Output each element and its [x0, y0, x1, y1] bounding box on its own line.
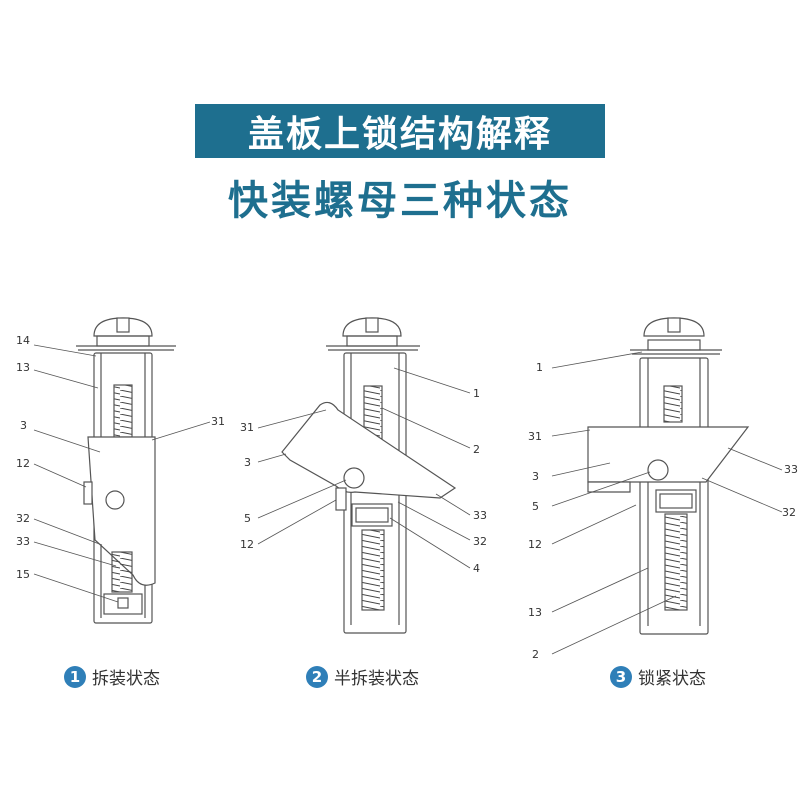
figure-3-label: 31 [528, 430, 542, 443]
figure-2-label: 5 [244, 512, 251, 525]
figure-2-label: 31 [240, 421, 254, 434]
figure-1-caption: 1 拆装状态 [64, 664, 160, 689]
figure-1-label: 12 [16, 457, 30, 470]
figure-3-label: 2 [532, 648, 539, 661]
figure-3-label: 12 [528, 538, 542, 551]
figure-1-number-badge: 1 [64, 665, 86, 688]
figure-3-caption-text: 锁紧状态 [638, 669, 706, 689]
figure-3-label: 5 [532, 500, 539, 513]
figure-3-label: 33 [784, 463, 798, 476]
figure-2-label: 12 [240, 538, 254, 551]
figure-1-disassembly-state [33, 317, 211, 624]
title-banner: 盖板上锁结构解释 [195, 104, 605, 158]
figure-2-label: 33 [473, 509, 487, 522]
figure-2-caption-text: 半拆装状态 [334, 669, 419, 689]
figure-1-label: 33 [16, 535, 30, 548]
page-title: 盖板上锁结构解释 [247, 114, 552, 155]
figure-2-number-badge: 2 [306, 665, 328, 688]
figure-2-label: 3 [244, 456, 251, 469]
figure-3-number-badge: 3 [610, 665, 632, 688]
figure-2-caption: 2 半拆装状态 [306, 664, 419, 689]
figure-3-label: 3 [532, 470, 539, 483]
figure-1-label: 32 [16, 512, 30, 525]
figure-2-half-disassembly-state [257, 317, 471, 634]
figure-2-label: 1 [473, 387, 480, 400]
figure-1-caption-text: 拆装状态 [92, 669, 160, 689]
figure-2-label: 2 [473, 443, 480, 456]
figure-3-locked-state [551, 317, 783, 655]
figure-1-label: 13 [16, 361, 30, 374]
figure-1-label: 15 [16, 568, 30, 581]
figure-3-label: 13 [528, 606, 542, 619]
figure-2-label: 32 [473, 535, 487, 548]
figure-3-caption: 3 锁紧状态 [610, 664, 706, 689]
figure-1-label: 14 [16, 334, 30, 347]
figure-3-label: 1 [536, 361, 543, 374]
figure-2-label: 4 [473, 562, 480, 575]
figure-3-label: 32 [782, 506, 796, 519]
figure-1-label: 3 [20, 419, 27, 432]
figure-1-label: 31 [211, 415, 225, 428]
page-subtitle: 快装螺母三种状态 [228, 178, 572, 224]
